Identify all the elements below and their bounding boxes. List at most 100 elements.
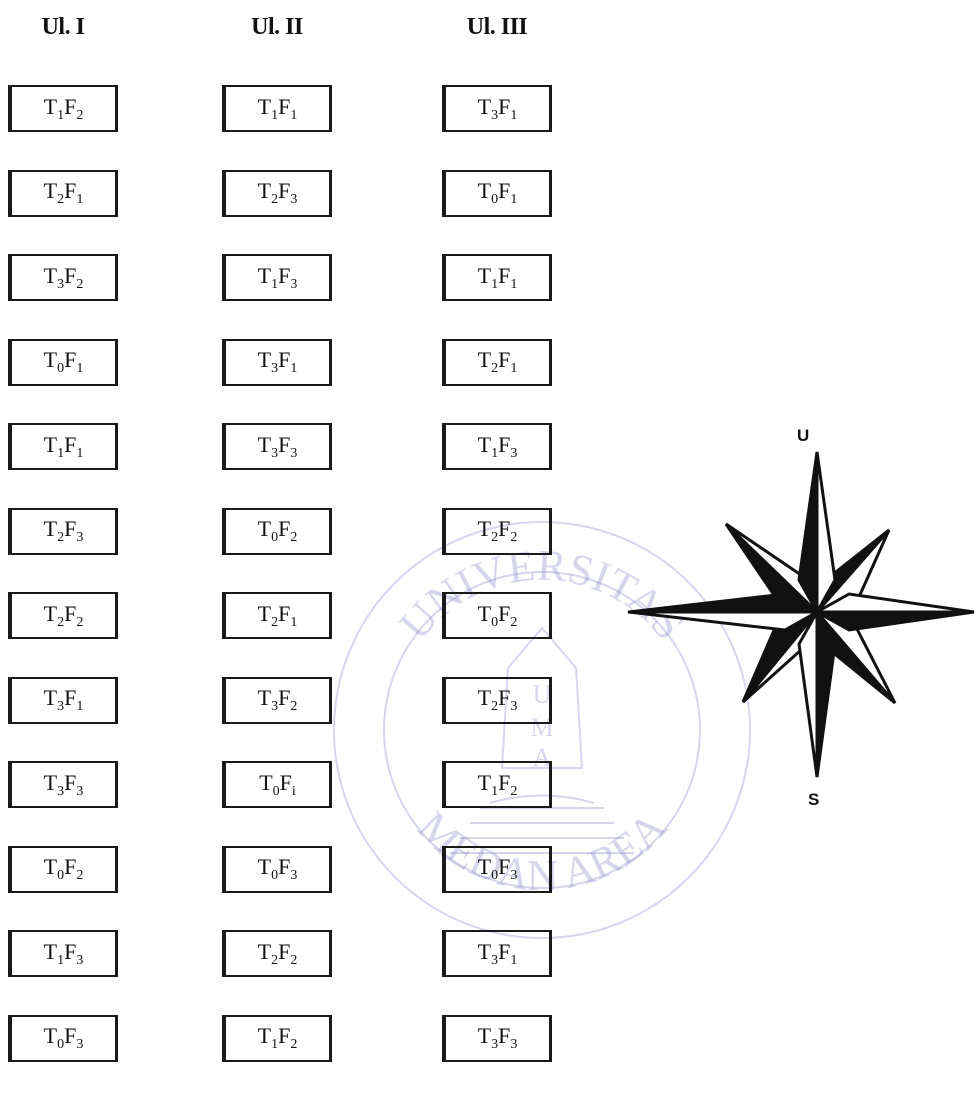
plot-box: T1F1 — [442, 254, 552, 301]
plot-box: T3F2 — [222, 677, 332, 724]
plot-box: T0F2 — [442, 592, 552, 639]
plot-label: T0F2 — [478, 601, 518, 631]
treatment-level: 0 — [491, 868, 498, 883]
factor-level: 1 — [510, 108, 517, 123]
factor-level: 2 — [510, 784, 517, 799]
plot-box: T2F3 — [442, 677, 552, 724]
plot-label: T0F2 — [44, 854, 84, 884]
plot-column-ul-1: T1F2T2F1T3F2T0F1T1F1T2F3T2F2T3F1T3F3T0F2… — [8, 85, 118, 1099]
plot-box: T0F2 — [8, 846, 118, 893]
factor-level: 3 — [290, 277, 297, 292]
factor-level: 3 — [510, 868, 517, 883]
treatment-level: 0 — [57, 1037, 64, 1052]
treatment-level: 3 — [271, 361, 278, 376]
treatment-level: 0 — [273, 784, 280, 799]
plot-box: T1F2 — [222, 1015, 332, 1062]
treatment-level: 2 — [271, 953, 278, 968]
treatment-level: 2 — [57, 530, 64, 545]
plot-label: T0F3 — [44, 1023, 84, 1053]
plot-box: T2F1 — [442, 339, 552, 386]
treatment-level: 3 — [57, 277, 64, 292]
plot-box: T1F2 — [442, 761, 552, 808]
treatment-level: 3 — [271, 446, 278, 461]
plot-box: T1F1 — [222, 85, 332, 132]
plot-box: T0F1 — [8, 339, 118, 386]
plot-box: T3F3 — [222, 423, 332, 470]
factor-level: 3 — [510, 699, 517, 714]
factor-level: 3 — [76, 953, 83, 968]
treatment-level: 2 — [271, 192, 278, 207]
plot-box: T1F3 — [222, 254, 332, 301]
plot-label: T3F3 — [478, 1023, 518, 1053]
treatment-level: 2 — [57, 192, 64, 207]
plot-box: T3F1 — [442, 930, 552, 977]
column-heading-ul-2: Ul. II — [222, 14, 332, 41]
factor-level: 1 — [76, 192, 83, 207]
plot-label: T1F1 — [258, 94, 298, 124]
treatment-level: 3 — [271, 699, 278, 714]
plot-label: T2F3 — [258, 178, 298, 208]
treatment-level: 1 — [491, 446, 498, 461]
treatment-level: 1 — [491, 784, 498, 799]
factor-level: i — [292, 784, 296, 799]
treatment-level: 1 — [271, 277, 278, 292]
treatment-level: 1 — [271, 108, 278, 123]
plot-box: T1F1 — [8, 423, 118, 470]
column-heading-ul-1: Ul. I — [8, 14, 118, 41]
plot-box: T0F3 — [222, 846, 332, 893]
treatment-level: 2 — [271, 615, 278, 630]
factor-level: 1 — [290, 615, 297, 630]
plot-box: T2F2 — [222, 930, 332, 977]
plot-box: T2F2 — [442, 508, 552, 555]
factor-level: 2 — [76, 868, 83, 883]
plot-label: T3F3 — [44, 770, 84, 800]
treatment-level: 3 — [491, 953, 498, 968]
plot-box: T2F2 — [8, 592, 118, 639]
plot-box: T3F1 — [222, 339, 332, 386]
factor-level: 2 — [290, 1037, 297, 1052]
factor-level: 3 — [290, 868, 297, 883]
plot-label: T2F1 — [478, 347, 518, 377]
plot-label: T1F3 — [44, 939, 84, 969]
treatment-level: 1 — [57, 953, 64, 968]
factor-level: 3 — [76, 1037, 83, 1052]
plot-label: T0Fi — [259, 770, 296, 800]
factor-level: 1 — [510, 277, 517, 292]
plot-label: T3F1 — [478, 94, 518, 124]
plot-label: T0F2 — [258, 516, 298, 546]
plot-label: T1F1 — [478, 263, 518, 293]
treatment-level: 1 — [57, 446, 64, 461]
plot-label: T2F1 — [258, 601, 298, 631]
factor-level: 2 — [510, 615, 517, 630]
plot-box: T3F1 — [442, 85, 552, 132]
treatment-level: 0 — [271, 868, 278, 883]
plot-label: T1F2 — [258, 1023, 298, 1053]
plot-label: T3F3 — [258, 432, 298, 462]
treatment-level: 0 — [491, 615, 498, 630]
treatment-level: 2 — [491, 361, 498, 376]
treatment-level: 2 — [491, 530, 498, 545]
plot-label: T0F1 — [44, 347, 84, 377]
factor-level: 3 — [76, 784, 83, 799]
treatment-level: 3 — [491, 1037, 498, 1052]
plot-box: T0F3 — [442, 846, 552, 893]
plot-box: T0F2 — [222, 508, 332, 555]
plot-box: T0F1 — [442, 170, 552, 217]
compass-north-label: U — [797, 426, 809, 446]
plot-label: T3F2 — [44, 263, 84, 293]
treatment-level: 0 — [271, 530, 278, 545]
plot-box: T2F1 — [8, 170, 118, 217]
plot-label: T1F2 — [44, 94, 84, 124]
plot-label: T2F3 — [44, 516, 84, 546]
compass-rose-icon — [625, 420, 976, 820]
plot-box: T2F3 — [222, 170, 332, 217]
plot-label: T1F1 — [44, 432, 84, 462]
factor-level: 3 — [290, 192, 297, 207]
plot-label: T2F2 — [44, 601, 84, 631]
plot-label: T3F1 — [258, 347, 298, 377]
plot-box: T1F3 — [8, 930, 118, 977]
plot-label: T0F3 — [258, 854, 298, 884]
factor-level: 1 — [510, 361, 517, 376]
plot-label: T0F1 — [478, 178, 518, 208]
